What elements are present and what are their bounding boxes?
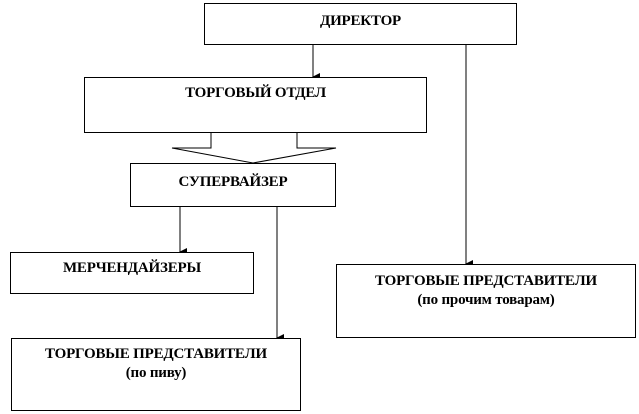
box-supervisor: СУПЕРВАЙЗЕР — [130, 163, 336, 207]
box-director: ДИРЕКТОР — [204, 3, 517, 45]
box-reps-beer-subtitle: (по пиву) — [125, 365, 187, 381]
box-reps-other-title: ТОРГОВЫЕ ПРЕДСТАВИТЕЛИ — [375, 273, 597, 289]
block-arrow-trade-to-supervisor — [171, 133, 337, 164]
box-trade-department-label: ТОРГОВЫЙ ОТДЕЛ — [185, 85, 326, 101]
box-reps-other-goods: ТОРГОВЫЕ ПРЕДСТАВИТЕЛИ (по прочим товара… — [336, 264, 636, 338]
box-director-label: ДИРЕКТОР — [319, 13, 402, 29]
box-reps-beer-title: ТОРГОВЫЕ ПРЕДСТАВИТЕЛИ — [45, 346, 267, 362]
box-supervisor-label: СУПЕРВАЙЗЕР — [178, 174, 288, 190]
box-trade-department: ТОРГОВЫЙ ОТДЕЛ — [84, 77, 427, 133]
box-reps-beer: ТОРГОВЫЕ ПРЕДСТАВИТЕЛИ (по пиву) — [11, 338, 301, 411]
box-merchandisers: МЕРЧЕНДАЙЗЕРЫ — [10, 252, 254, 294]
box-reps-other-subtitle: (по прочим товарам) — [417, 292, 555, 308]
box-merchandisers-label: МЕРЧЕНДАЙЗЕРЫ — [62, 260, 202, 276]
